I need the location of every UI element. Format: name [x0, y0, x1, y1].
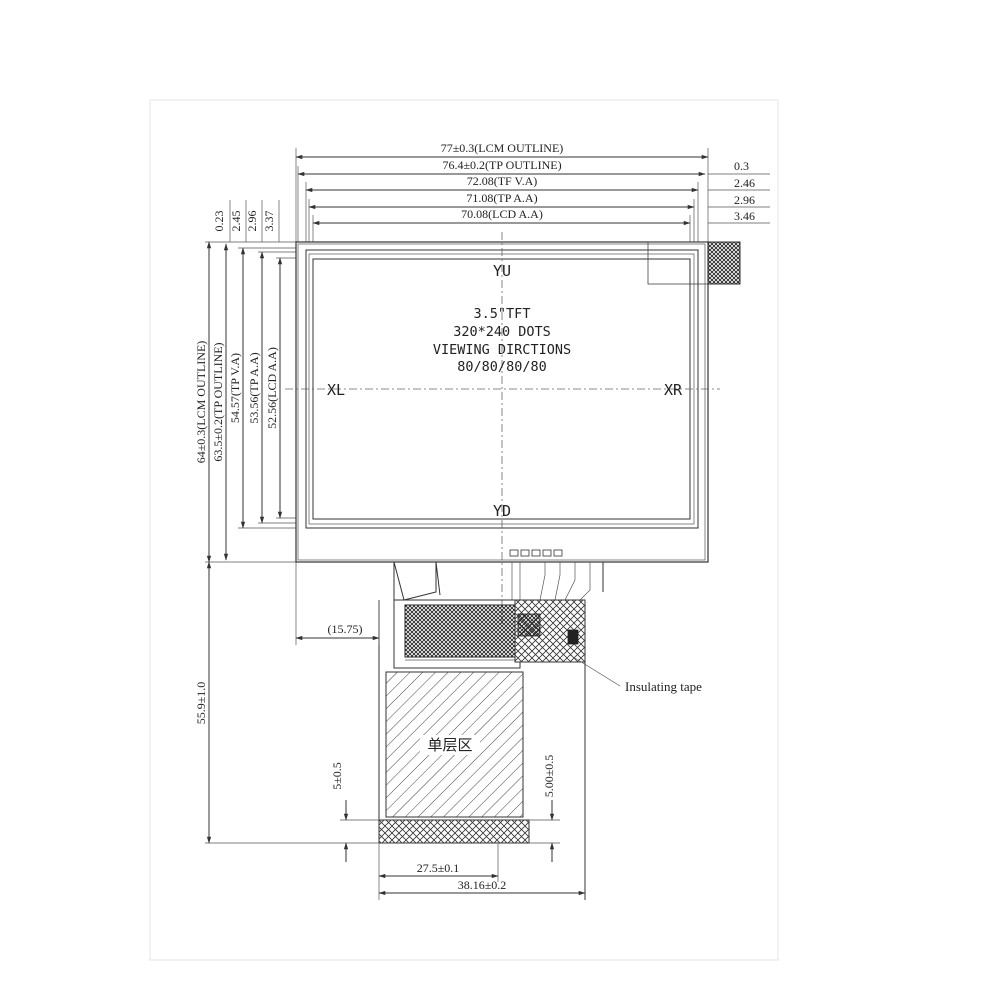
- dim-fpc-length: 55.9±1.0: [194, 682, 208, 725]
- bottom-pad-5: [553, 549, 563, 557]
- dim-left-offset-4: 3.37: [262, 211, 276, 232]
- tp-tail-hatched: [707, 241, 741, 285]
- label-yu: YU: [493, 262, 511, 280]
- dim-tp-outline-height: 63.5±0.2(TP OUTLINE): [211, 342, 225, 461]
- bottom-pad-2: [520, 549, 530, 557]
- tp-outline: [297, 243, 706, 561]
- dim-lcm-outline-width: 77±0.3(LCM OUTLINE): [441, 141, 564, 155]
- label-xl: XL: [327, 381, 345, 399]
- dim-left-offset-3: 2.96: [245, 211, 259, 232]
- label-xr: XR: [664, 381, 683, 399]
- bottom-pad-1: [509, 549, 519, 557]
- dim-tp-outline-width: 76.4±0.2(TP OUTLINE): [442, 158, 561, 172]
- lcd-module: YU YD XL XR 3.5"TFT 320*240 DOTS VIEWING…: [285, 232, 741, 625]
- dim-stiffener-left: 5±0.5: [330, 762, 344, 790]
- dim-tf-va-width: 72.08(TF V.A): [467, 174, 538, 188]
- label-yd: YD: [493, 502, 511, 520]
- dim-fpc-width-inner: 27.5±0.1: [417, 861, 460, 875]
- dim-stiffener-right: 5.00±0.5: [542, 755, 556, 798]
- dim-fpc-width-outer: 38.16±0.2: [458, 878, 507, 892]
- dim-lcd-aa-width: 70.08(LCD A.A): [461, 207, 543, 221]
- fpc-dimensions: (15.75) 55.9±1.0 5±0.5 5.00±0.5 27.5±0.1…: [194, 561, 586, 900]
- fpc-ic-block: [404, 604, 516, 658]
- info-line-angles: 80/80/80/80: [457, 359, 546, 375]
- info-line-resolution: 320*240 DOTS: [453, 324, 551, 340]
- dim-tp-aa-width: 71.08(TP A.A): [466, 191, 537, 205]
- info-line-size: 3.5"TFT: [474, 306, 531, 322]
- dim-left-offset-2: 2.45: [229, 211, 243, 232]
- info-line-viewing: VIEWING DIRCTIONS: [433, 342, 571, 358]
- top-dimensions: 77±0.3(LCM OUTLINE) 76.4±0.2(TP OUTLINE)…: [212, 141, 770, 260]
- dim-left-offset-1: 0.23: [212, 211, 226, 232]
- dim-right-offset-1: 0.3: [734, 159, 749, 173]
- dim-right-offset-2: 2.46: [734, 176, 755, 190]
- dim-right-offset-4: 3.46: [734, 209, 755, 223]
- bottom-pad-4: [542, 549, 552, 557]
- insulating-tape-label: Insulating tape: [625, 679, 702, 694]
- fpc-small-chip: [567, 629, 579, 645]
- dim-right-offset-3: 2.96: [734, 193, 755, 207]
- dim-fpc-offset: (15.75): [328, 622, 363, 636]
- fpc-stiffener: [378, 819, 530, 844]
- fpc-cable: Insulating tape 单层区: [378, 561, 702, 900]
- bottom-pad-3: [531, 549, 541, 557]
- left-dimensions: 64±0.3(LCM OUTLINE) 63.5±0.2(TP OUTLINE)…: [194, 241, 313, 563]
- dim-tp-aa-height: 53.56(TP A.A): [247, 352, 261, 423]
- dim-lcm-outline-height: 64±0.3(LCM OUTLINE): [194, 341, 208, 464]
- single-layer-label: 单层区: [427, 737, 472, 754]
- fpc-component-chip: [517, 613, 541, 637]
- dim-lcd-aa-height: 52.56(LCD A.A): [265, 347, 279, 429]
- dim-tp-va-height: 54.57(TP V.A): [228, 353, 242, 423]
